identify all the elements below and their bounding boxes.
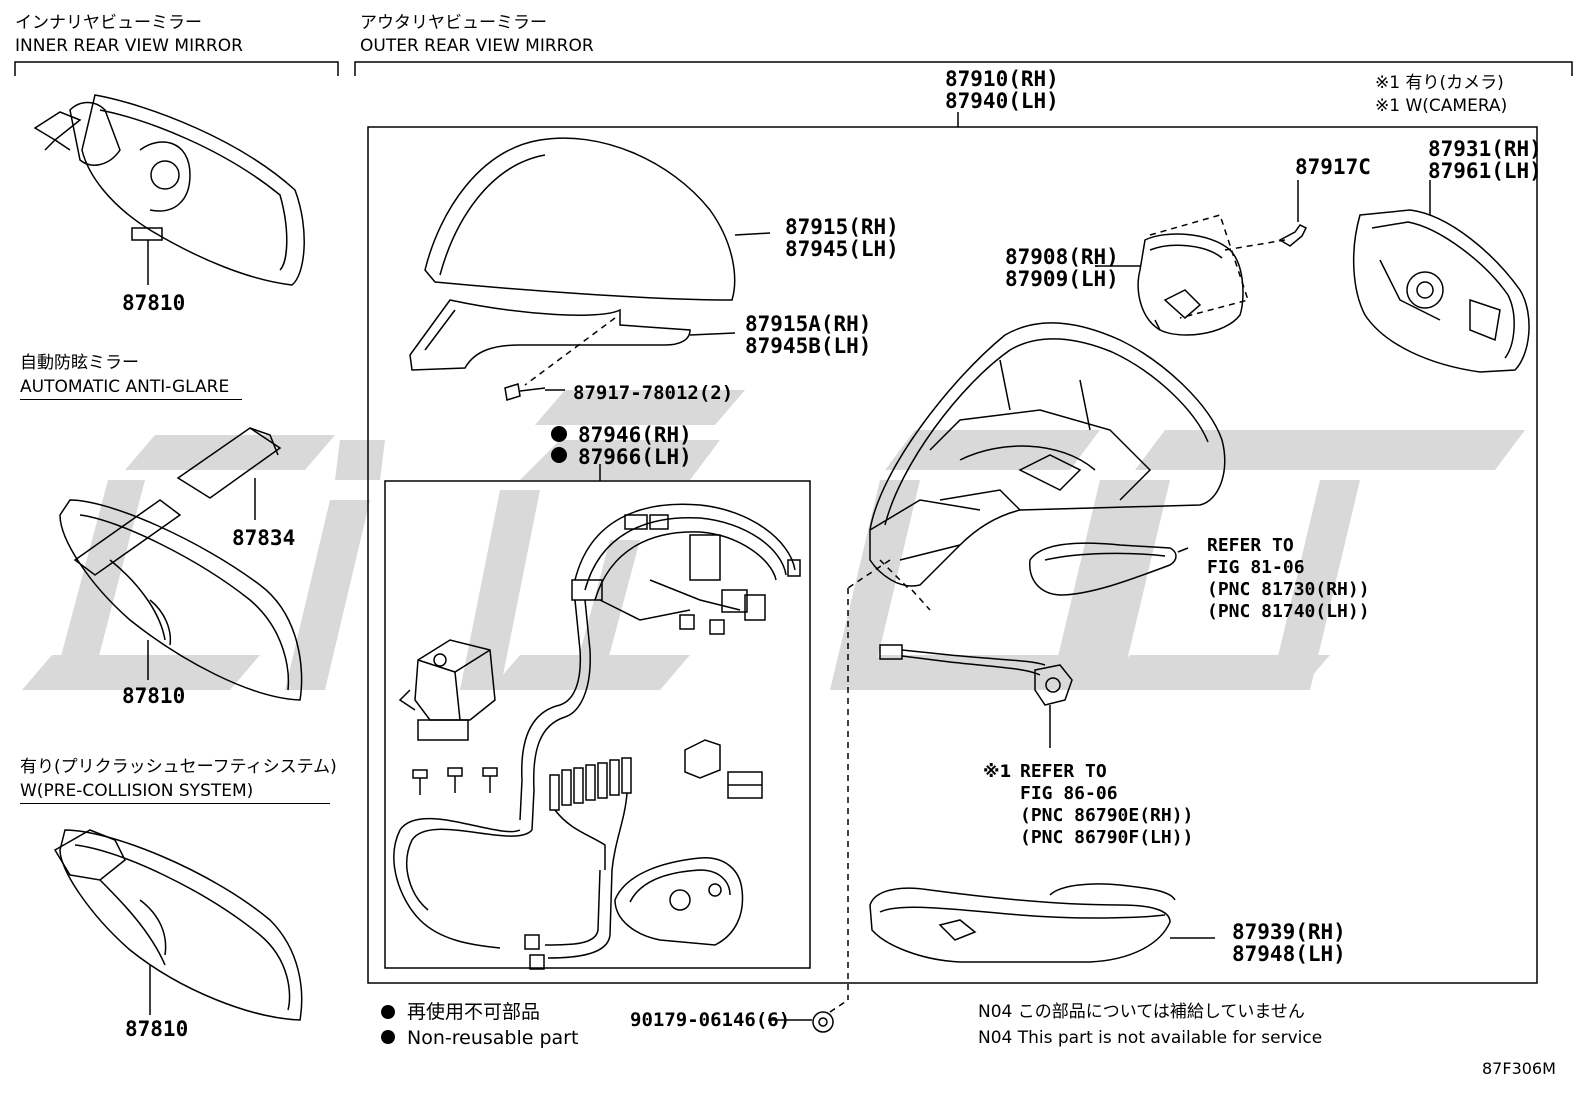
mirror-cover	[424, 137, 771, 301]
pre-collision-title-en: W(PRE-COLLISION SYSTEM)	[20, 781, 254, 801]
pre-collision-underline	[20, 803, 330, 804]
part-label-harness-lh: 87966(LH)	[578, 445, 692, 469]
part-label-cover-trim-lh: 87945B(LH)	[745, 334, 872, 358]
mirror-motor	[398, 639, 496, 741]
figure-code: 87F306M	[1482, 1059, 1556, 1078]
part-label-cover-trim-rh: 87915A(RH)	[745, 312, 872, 336]
refer-turn-line2: FIG 81-06	[1207, 557, 1305, 578]
outer-mirror-title-jp: アウタリヤビューミラー	[360, 13, 547, 33]
legend-non-reusable-en: Non-reusable part	[407, 1027, 579, 1049]
part-label-cover-lh: 87945(LH)	[785, 237, 899, 261]
clip-90179	[768, 999, 849, 1033]
part-label-screw-87917c: 87917C	[1295, 155, 1371, 179]
legend-non-reusable-jp: 再使用不可部品	[407, 1001, 541, 1023]
auto-antiglare-title-jp: 自動防眩ミラー	[20, 353, 139, 373]
inner-mirror-2	[59, 427, 303, 701]
watermark-logo	[22, 390, 1525, 690]
non-reusable-dot-icon	[551, 426, 567, 442]
inner-mirror-title-en: INNER REAR VIEW MIRROR	[15, 36, 243, 56]
camera-note-en: ※1 W(CAMERA)	[1375, 96, 1508, 116]
part-label-actuator-rh: 87908(RH)	[1005, 245, 1119, 269]
screw-87917c	[1278, 180, 1308, 247]
refer-camera-line2: FIG 86-06	[1020, 783, 1118, 804]
refer-camera-mark: ※1	[983, 762, 1012, 782]
refer-camera-line4: (PNC 86790F(LH))	[1020, 827, 1194, 848]
bolts-row	[412, 767, 498, 795]
part-label-actuator-lh: 87909(LH)	[1005, 267, 1119, 291]
cover-trim	[409, 299, 736, 386]
refer-turn-line1: REFER TO	[1207, 535, 1294, 556]
non-reusable-dot-icon	[381, 1030, 395, 1044]
part-label-glass-lh: 87961(LH)	[1428, 159, 1542, 183]
part-label-87810: 87810	[125, 1017, 189, 1041]
actuator	[1095, 214, 1286, 336]
glass-bracket	[614, 857, 744, 946]
outer-mirror-title-en: OUTER REAR VIEW MIRROR	[360, 36, 594, 56]
part-label-lower-cover-lh: 87948(LH)	[1232, 942, 1346, 966]
n04-note-en: N04 This part is not available for servi…	[978, 1028, 1323, 1048]
auto-antiglare-underline	[20, 399, 242, 400]
auto-antiglare-title-en: AUTOMATIC ANTI-GLARE	[20, 377, 230, 397]
part-label-lower-cover-rh: 87939(RH)	[1232, 920, 1346, 944]
part-label-87810: 87810	[122, 291, 186, 315]
inner-mirror-3	[53, 829, 303, 1021]
refer-camera-line1: REFER TO	[1020, 761, 1107, 782]
mirror-housing	[847, 322, 1226, 1000]
part-label-assy-rh: 87910(RH)	[945, 67, 1059, 91]
pre-collision-title-jp: 有り(プリクラッシュセーフティシステム)	[20, 757, 337, 777]
lower-cover	[869, 883, 1215, 963]
part-label-glass-rh: 87931(RH)	[1428, 137, 1542, 161]
inner-mirror-title-jp: インナリヤビューミラー	[15, 13, 202, 33]
screw-87917-78012	[504, 383, 565, 401]
harness-assembly	[393, 503, 801, 970]
part-label-assy-lh: 87940(LH)	[945, 89, 1059, 113]
n04-note-jp: N04 この部品については補給していません	[978, 1002, 1305, 1022]
non-reusable-dot-icon	[381, 1005, 395, 1019]
terminal-bundle	[549, 757, 632, 871]
mirror-glass	[1352, 180, 1530, 373]
part-label-cover-rh: 87915(RH)	[785, 215, 899, 239]
part-label-clip: 90179-06146(6)	[630, 1009, 791, 1031]
part-label-screw-a: 87917-78012(2)	[573, 382, 734, 404]
camera-note-jp: ※1 有り(カメラ)	[1375, 73, 1504, 93]
part-label-harness-rh: 87946(RH)	[578, 423, 692, 447]
part-label-87810: 87810	[122, 684, 186, 708]
side-camera	[879, 644, 1073, 748]
connectors	[684, 739, 763, 799]
refer-turn-line3: (PNC 81730(RH))	[1207, 579, 1370, 600]
part-label-87834: 87834	[232, 526, 296, 550]
refer-turn-line4: (PNC 81740(LH))	[1207, 601, 1370, 622]
non-reusable-dot-icon	[551, 447, 567, 463]
refer-camera-line3: (PNC 86790E(RH))	[1020, 805, 1194, 826]
inner-mirror-1	[33, 94, 305, 286]
turn-signal	[1029, 542, 1189, 596]
